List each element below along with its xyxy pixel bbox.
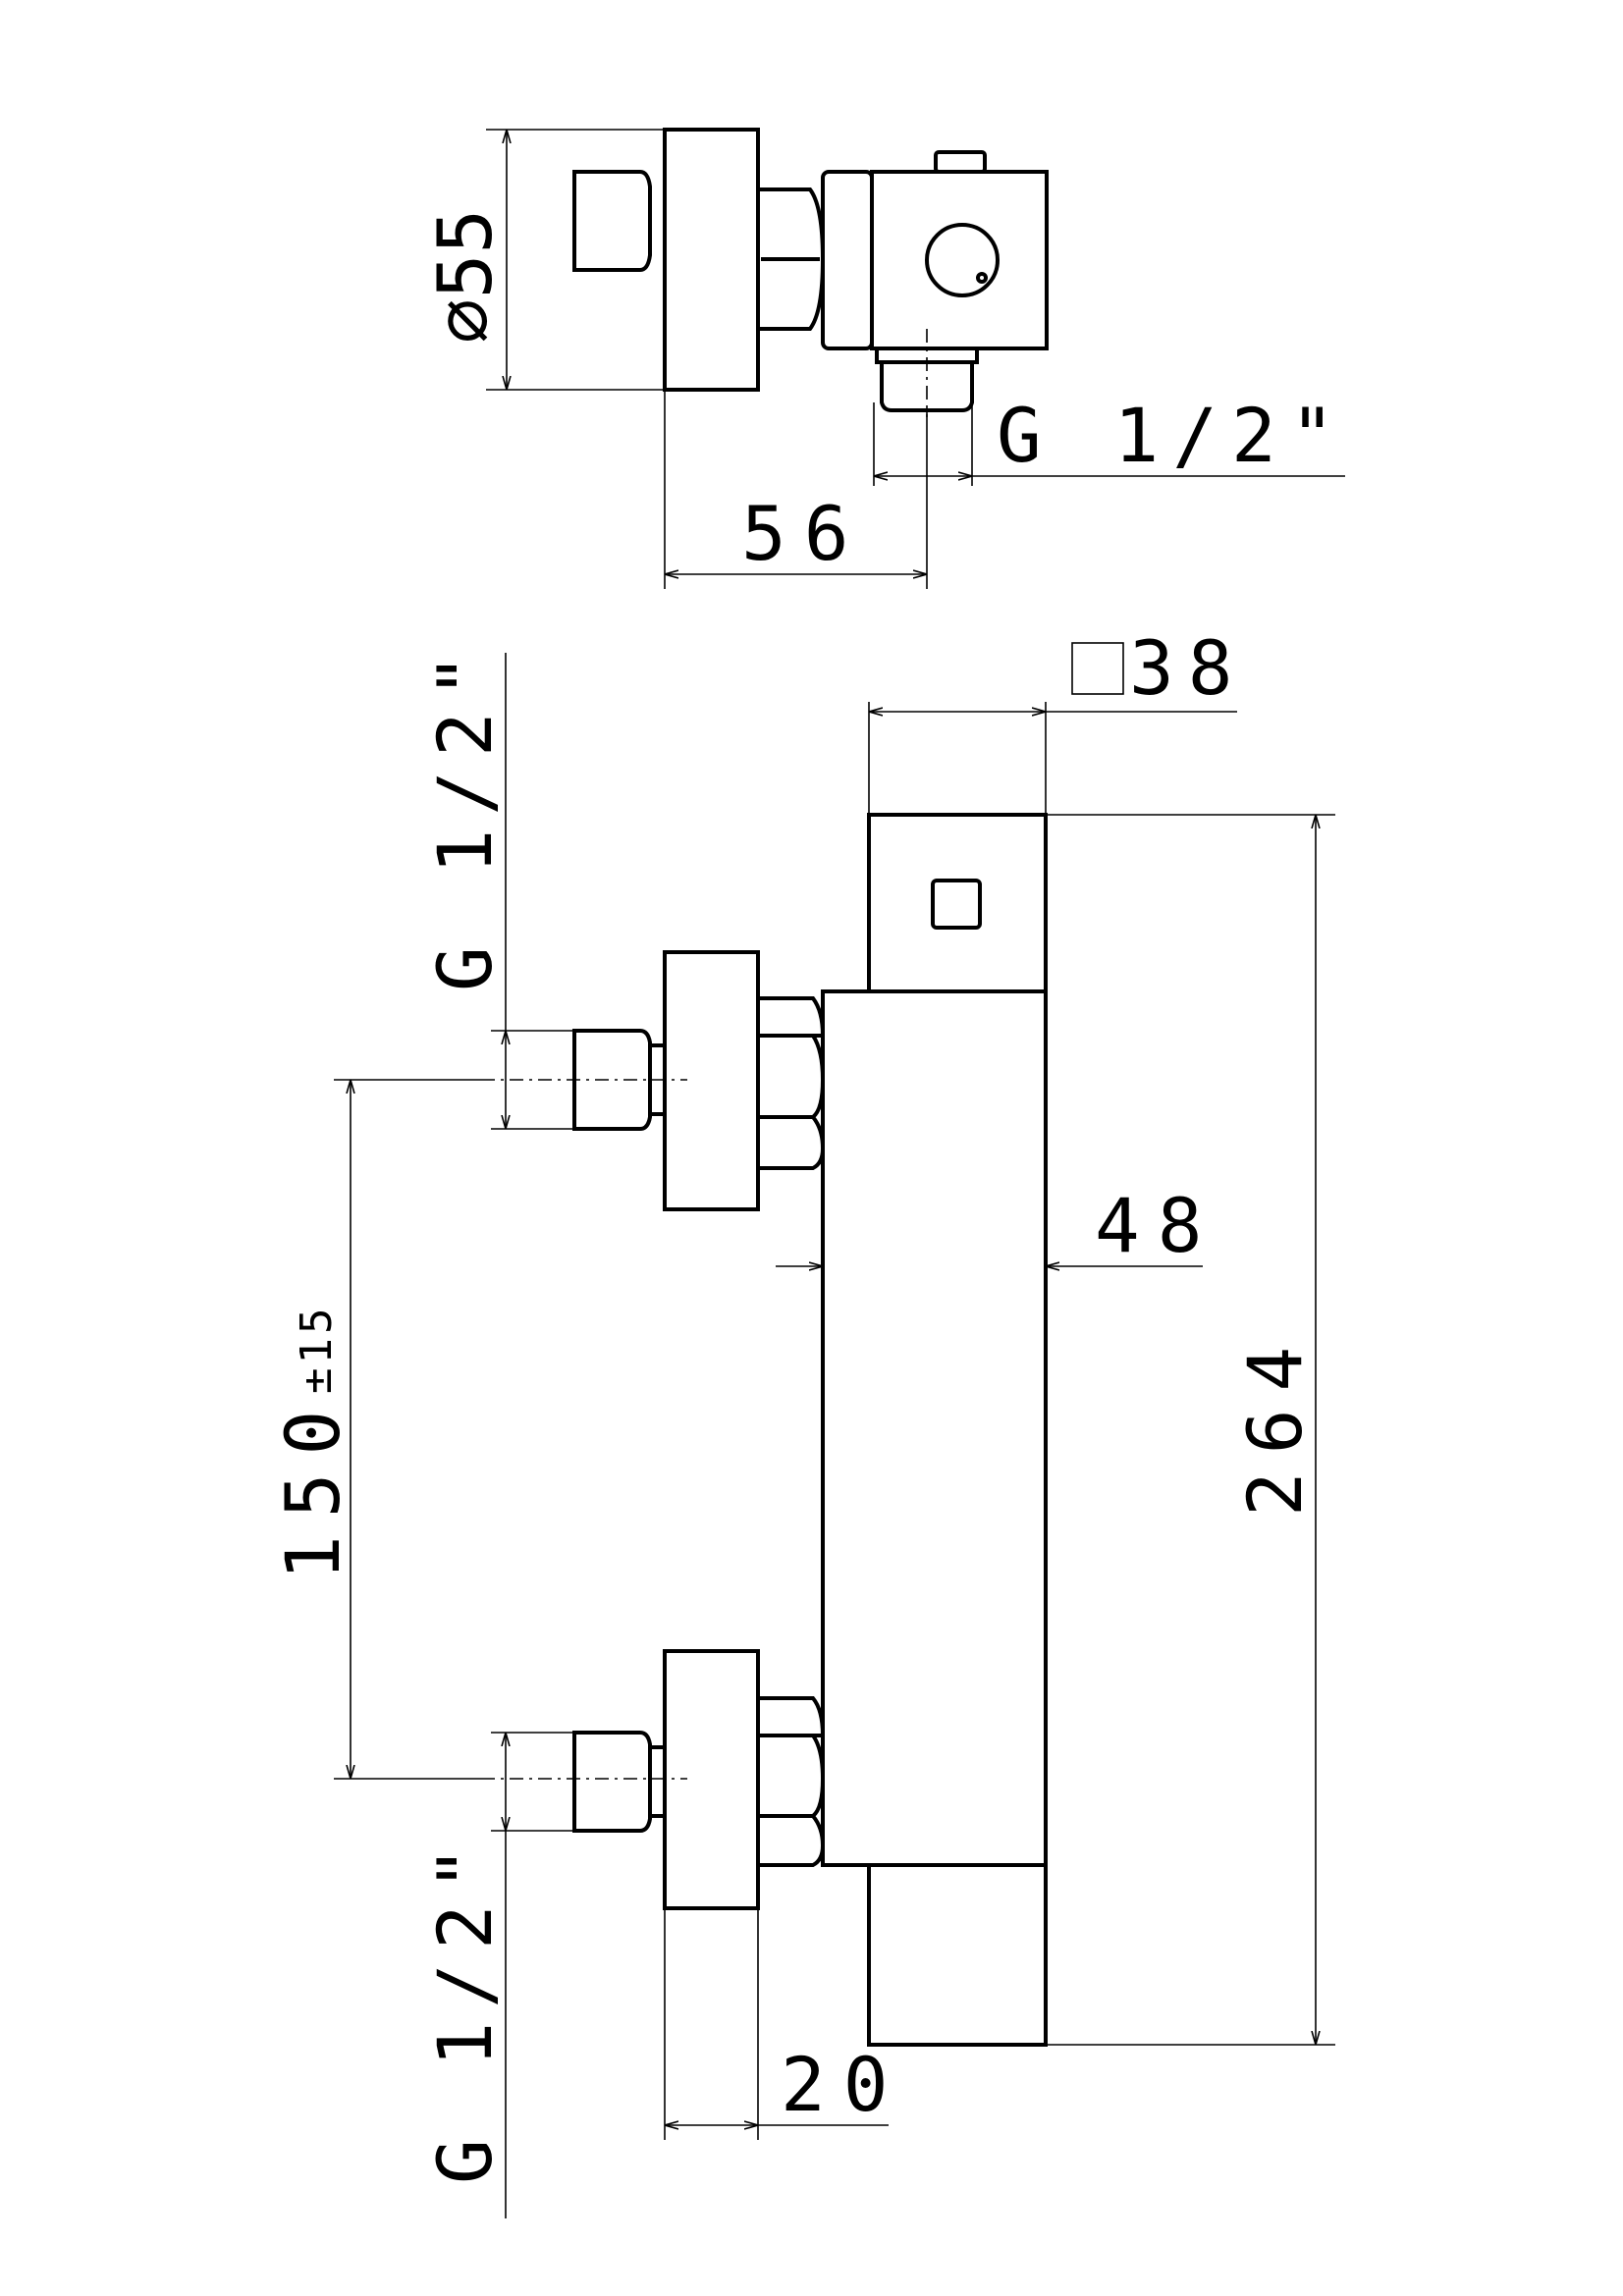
front-square-label: 38 [1129, 624, 1247, 712]
top-round-control [925, 223, 1000, 297]
front-thread-top-label: G 1/2" [421, 639, 509, 991]
top-hex-nut [756, 187, 826, 331]
front-width-label: 48 [1095, 1182, 1220, 1269]
front-square-marker [931, 879, 982, 930]
front-spacing-label: 150 [269, 1393, 356, 1580]
front-thread-bottom-label: G 1/2" [421, 1832, 509, 2184]
top-view: ⌀55 G 1/2" 56 [421, 128, 1349, 589]
front-offset-label: 20 [781, 2041, 906, 2128]
top-knob [934, 150, 987, 174]
top-inlet-stub [572, 170, 652, 272]
front-spacing-tolerance: ±15 [292, 1305, 342, 1394]
top-diameter-label: ⌀55 [421, 209, 509, 344]
front-top-block [867, 813, 1048, 993]
top-collar [821, 170, 874, 350]
lower-inlet [481, 1649, 826, 1910]
square-symbol-icon [1071, 642, 1124, 695]
top-body [870, 170, 1049, 350]
top-wall-flange [663, 128, 760, 392]
top-round-control-dot [976, 272, 988, 284]
upper-inlet [481, 950, 826, 1211]
front-view: 38 48 264 150 ±15 G 1/2" G 1/2" 20 [269, 624, 1335, 2218]
front-height-label: 264 [1231, 1329, 1319, 1517]
top-thread-label: G 1/2" [997, 392, 1349, 479]
front-bottom-cap [867, 1863, 1048, 2047]
top-depth-label: 56 [741, 490, 867, 577]
front-main-body [821, 989, 1048, 1867]
